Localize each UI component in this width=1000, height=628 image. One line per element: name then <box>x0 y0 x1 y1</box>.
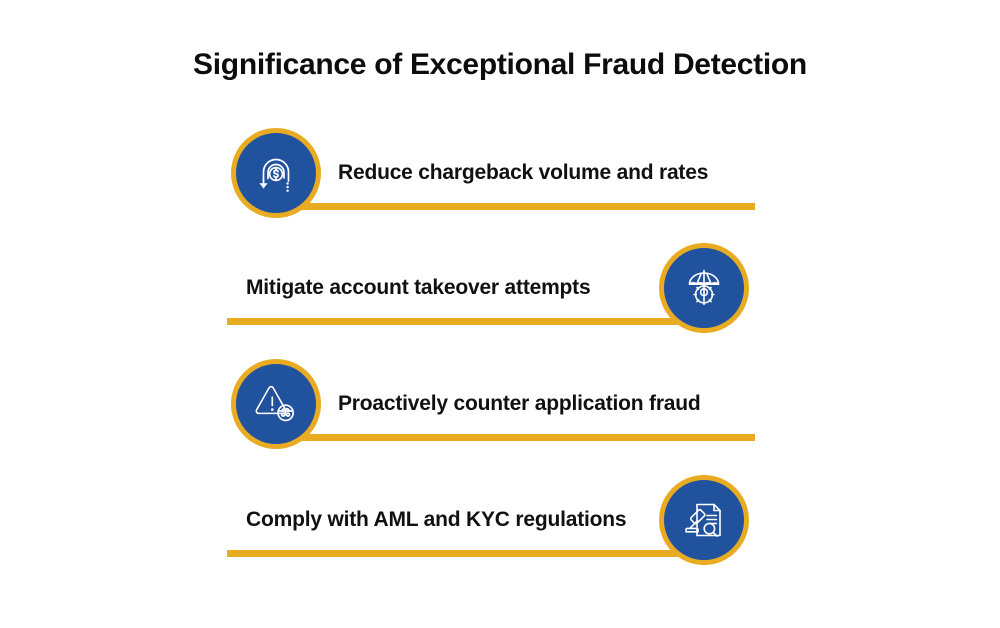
page-title: Significance of Exceptional Fraud Detect… <box>193 48 807 81</box>
warning-triangle-spy-icon <box>253 381 299 427</box>
list-item: Comply with AML and KYC regulations <box>0 463 1000 583</box>
list-item: Mitigate account takeover attempts <box>0 231 1000 351</box>
chargeback-dollar-return-icon <box>253 150 299 196</box>
icon-badge <box>659 475 749 565</box>
list-item-label: Comply with AML and KYC regulations <box>246 508 627 531</box>
gavel-document-magnifier-icon <box>681 497 727 543</box>
umbrella-gear-protection-icon <box>681 265 727 311</box>
list-item: Proactively counter application fraud <box>0 347 1000 467</box>
list-item-label: Proactively counter application fraud <box>338 392 701 415</box>
connector-bar <box>263 434 755 441</box>
connector-bar <box>227 318 719 325</box>
list-item-label: Reduce chargeback volume and rates <box>338 161 709 184</box>
list-item: Reduce chargeback volume and rates <box>0 116 1000 236</box>
icon-badge <box>231 359 321 449</box>
icon-badge <box>659 243 749 333</box>
connector-bar <box>227 550 719 557</box>
icon-badge <box>231 128 321 218</box>
list-item-label: Mitigate account takeover attempts <box>246 276 591 299</box>
connector-bar <box>263 203 755 210</box>
